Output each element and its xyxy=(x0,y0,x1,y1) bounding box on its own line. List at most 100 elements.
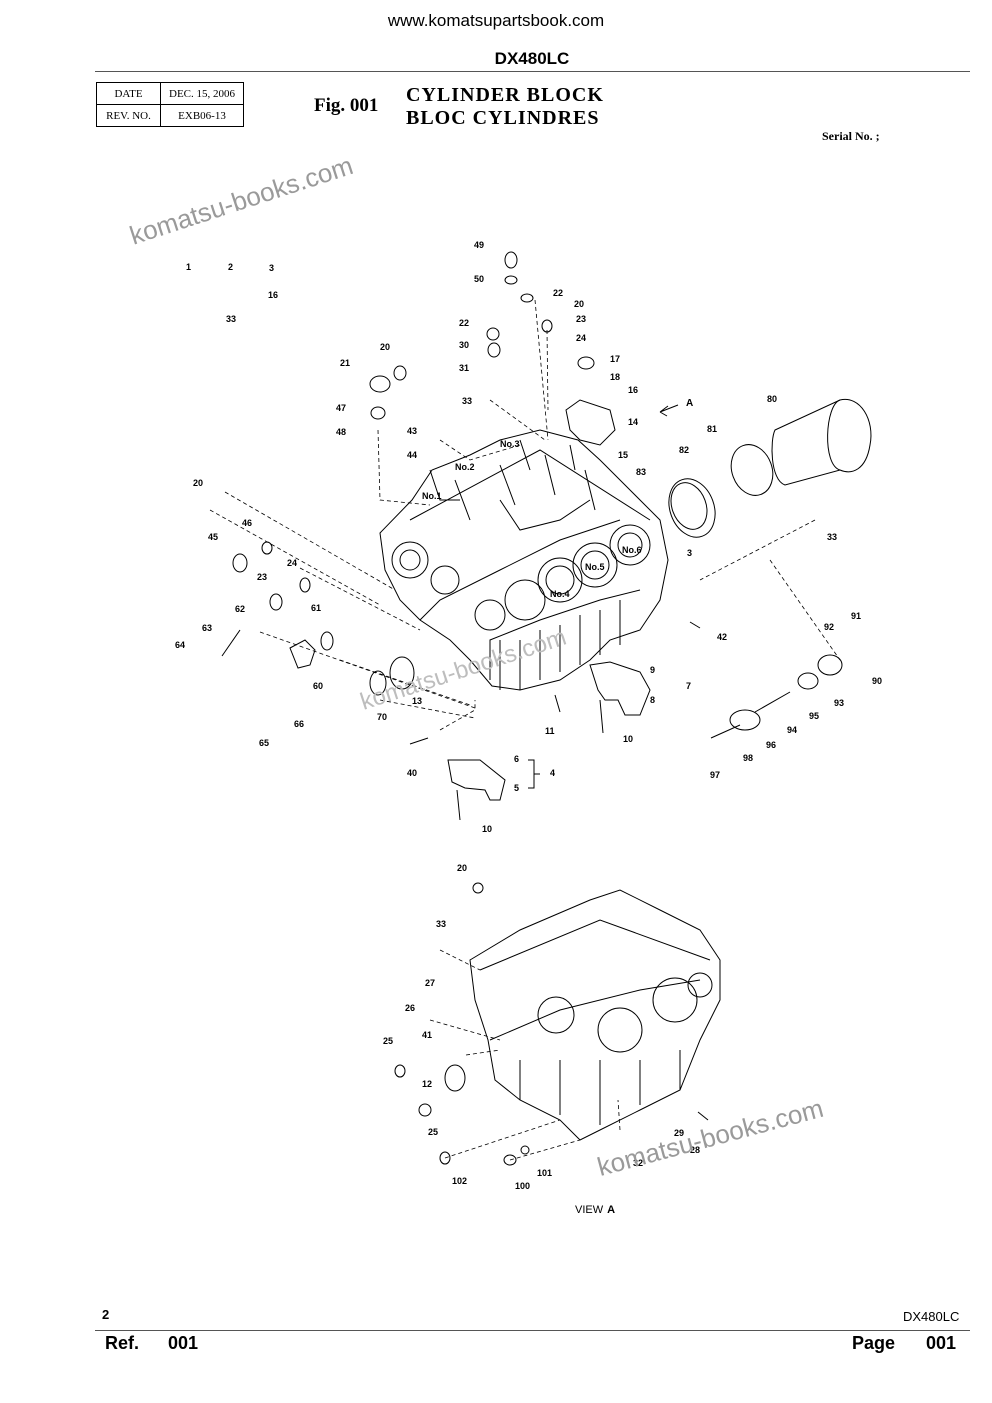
callout-100[interactable]: 100 xyxy=(515,1181,530,1191)
bearing-cap-outline xyxy=(589,661,651,716)
upper-block-outline xyxy=(379,429,669,691)
callout-64[interactable]: 64 xyxy=(175,640,185,650)
callout-23[interactable]: 23 xyxy=(576,314,586,324)
callout-31[interactable]: 31 xyxy=(459,363,469,373)
callout-82[interactable]: 82 xyxy=(679,445,689,455)
callout-16b[interactable]: 16 xyxy=(628,385,638,395)
callout-42[interactable]: 42 xyxy=(717,632,727,642)
callout-27[interactable]: 27 xyxy=(425,978,435,988)
callout-22[interactable]: 22 xyxy=(553,288,563,298)
callout-9[interactable]: 9 xyxy=(650,665,655,675)
callout-25b[interactable]: 25 xyxy=(428,1127,438,1137)
callout-90[interactable]: 90 xyxy=(872,676,882,686)
callout-44[interactable]: 44 xyxy=(407,450,417,460)
callout-33b[interactable]: 33 xyxy=(462,396,472,406)
callout-32[interactable]: 32 xyxy=(633,1158,643,1168)
cylinder-label-5: No.5 xyxy=(585,562,605,572)
callout-20b[interactable]: 20 xyxy=(380,342,390,352)
callout-2[interactable]: 2 xyxy=(228,262,233,272)
callout-17[interactable]: 17 xyxy=(610,354,620,364)
callout-43[interactable]: 43 xyxy=(407,426,417,436)
callout-91[interactable]: 91 xyxy=(851,611,861,621)
callout-21[interactable]: 21 xyxy=(340,358,350,368)
ref-label: Ref. xyxy=(105,1333,140,1353)
site-url[interactable]: www.komatsupartsbook.com xyxy=(387,11,605,30)
callout-29[interactable]: 29 xyxy=(674,1128,684,1138)
callout-92[interactable]: 92 xyxy=(824,622,834,632)
callout-62[interactable]: 62 xyxy=(235,604,245,614)
callout-101[interactable]: 101 xyxy=(537,1168,552,1178)
callout-60[interactable]: 60 xyxy=(313,681,323,691)
callout-24[interactable]: 24 xyxy=(576,333,586,343)
callout-81[interactable]: 81 xyxy=(707,424,717,434)
callout-18[interactable]: 18 xyxy=(610,372,620,382)
cylinder-liner-outline xyxy=(771,398,872,486)
callout-20c[interactable]: 20 xyxy=(193,478,203,488)
callout-33d[interactable]: 33 xyxy=(436,919,446,929)
callout-102[interactable]: 102 xyxy=(452,1176,467,1186)
callout-70[interactable]: 70 xyxy=(377,712,387,722)
lower-block-outline xyxy=(469,889,721,1141)
header-rule xyxy=(95,71,970,72)
callout-14[interactable]: 14 xyxy=(628,417,638,427)
page-label: Page xyxy=(852,1333,896,1353)
callout-24b[interactable]: 24 xyxy=(287,558,297,568)
arrow-a-label: A xyxy=(686,398,693,409)
callout-10b[interactable]: 10 xyxy=(482,824,492,834)
callout-65[interactable]: 65 xyxy=(259,738,269,748)
callout-40[interactable]: 40 xyxy=(407,768,417,778)
callout-61[interactable]: 61 xyxy=(311,603,321,613)
callout-7[interactable]: 7 xyxy=(686,681,691,691)
callout-6[interactable]: 6 xyxy=(514,754,519,764)
callout-3b[interactable]: 3 xyxy=(687,548,692,558)
footer-rule xyxy=(95,1330,970,1331)
callout-20d[interactable]: 20 xyxy=(457,863,467,873)
callout-66[interactable]: 66 xyxy=(294,719,304,729)
cylinder-label-6: No.6 xyxy=(622,545,642,555)
callout-15[interactable]: 15 xyxy=(618,450,628,460)
callout-11[interactable]: 11 xyxy=(545,726,555,736)
callout-10[interactable]: 10 xyxy=(623,734,633,744)
callout-20[interactable]: 20 xyxy=(574,299,584,309)
footer-model: DX480LC xyxy=(903,1309,960,1324)
callout-93[interactable]: 93 xyxy=(834,698,844,708)
callout-12[interactable]: 12 xyxy=(422,1079,432,1089)
rev-value: EXB06-13 xyxy=(160,104,244,127)
callout-50[interactable]: 50 xyxy=(474,274,484,284)
callout-4[interactable]: 4 xyxy=(550,768,555,778)
callout-48[interactable]: 48 xyxy=(336,427,346,437)
callout-3[interactable]: 3 xyxy=(269,263,274,273)
callout-96[interactable]: 96 xyxy=(766,740,776,750)
serial-number-label: Serial No. ; xyxy=(822,129,880,143)
callout-80[interactable]: 80 xyxy=(767,394,777,404)
callout-45[interactable]: 45 xyxy=(208,532,218,542)
callout-5[interactable]: 5 xyxy=(514,783,519,793)
callout-30[interactable]: 30 xyxy=(459,340,469,350)
revision-table: DATE DEC. 15, 2006 REV. NO. EXB06-13 xyxy=(96,82,244,127)
callout-23b[interactable]: 23 xyxy=(257,572,267,582)
callout-41[interactable]: 41 xyxy=(422,1030,432,1040)
cylinder-label-2: No.2 xyxy=(455,462,475,472)
cylinder-label-3: No.3 xyxy=(500,439,520,449)
callout-1[interactable]: 1 xyxy=(186,262,191,272)
callout-25[interactable]: 25 xyxy=(383,1036,393,1046)
callout-22b[interactable]: 22 xyxy=(459,318,469,328)
callout-33[interactable]: 33 xyxy=(226,314,236,324)
callout-49[interactable]: 49 xyxy=(474,240,484,250)
callout-16[interactable]: 16 xyxy=(268,290,278,300)
callout-8[interactable]: 8 xyxy=(650,695,655,705)
callout-46[interactable]: 46 xyxy=(242,518,252,528)
callout-98[interactable]: 98 xyxy=(743,753,753,763)
callout-13[interactable]: 13 xyxy=(412,696,422,706)
callout-83[interactable]: 83 xyxy=(636,467,646,477)
callout-95[interactable]: 95 xyxy=(809,711,819,721)
callout-28[interactable]: 28 xyxy=(690,1145,700,1155)
callout-33c[interactable]: 33 xyxy=(827,532,837,542)
callout-94[interactable]: 94 xyxy=(787,725,797,735)
callout-63[interactable]: 63 xyxy=(202,623,212,633)
callout-97[interactable]: 97 xyxy=(710,770,720,780)
view-letter: A xyxy=(607,1204,616,1216)
callout-26[interactable]: 26 xyxy=(405,1003,415,1013)
callout-47[interactable]: 47 xyxy=(336,403,346,413)
